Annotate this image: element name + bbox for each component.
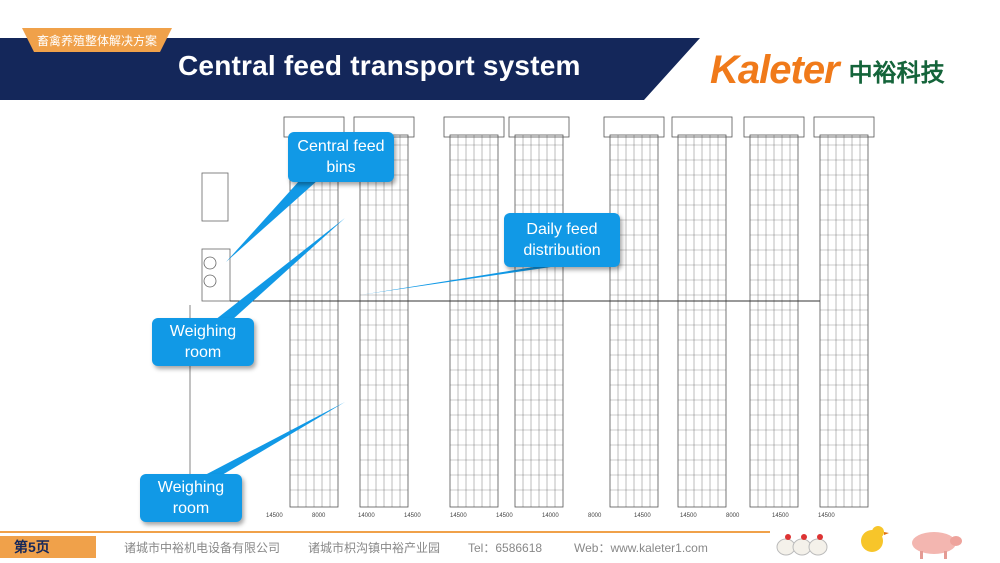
dimension-label: 14500 [404,513,421,519]
logo-chinese: 中裕科技 [848,60,945,87]
pig-icon [912,532,962,559]
barn-bin-cap [671,116,733,138]
dimension-label: 14500 [772,513,789,519]
dimension-label: 14500 [496,513,513,519]
dimension-label: 14000 [358,513,375,519]
slide-title: Central feed transport system [178,50,581,81]
livestock-illustration [776,526,962,559]
barn-bin-cap [743,116,805,138]
barn-bin-cap [603,116,665,138]
floor-plan-drawing: 1980014500800014000145001450014500140008… [189,116,875,519]
dimension-label: 14500 [818,513,835,519]
footer-address: 诸城市枳沟镇中裕产业园 [308,541,441,555]
footer-company: 诸城市中裕机电设备有限公司 [124,541,281,555]
callout-weighing-room-2: Weighing room [140,474,242,522]
barn-bin-cap [508,116,570,138]
category-tag: 畜禽养殖整体解决方案 [22,28,172,52]
chickens-icon [776,534,828,556]
barn-bin-cap [443,116,505,138]
company-logo: Kaleter 中裕科技 [710,48,945,93]
dimension-label: 14500 [680,513,697,519]
dimension-label: 14500 [450,513,467,519]
callout-central-feed-bins: Central feed bins [288,132,394,182]
dimension-label: 8000 [312,513,326,519]
footer-web: Web：www.kaleter1.com [574,541,708,555]
chick-icon [861,526,889,552]
footer-tel: Tel：6586618 [468,541,543,555]
dimension-label: 8000 [726,513,740,519]
dimension-label: 14500 [266,513,283,519]
footer-divider [0,531,770,533]
callout-daily-feed-distribution: Daily feed distribution [504,213,620,267]
dimension-label: 14000 [542,513,559,519]
barn-bin-cap [813,116,875,138]
dimension-row: 1980014500800014000145001450014500140008… [220,513,835,519]
logo-brand: Kaleter [710,48,840,92]
dimension-label: 8000 [588,513,602,519]
callout-weighing-room-1: Weighing room [152,318,254,366]
page-number: 第5页 [0,536,96,558]
dimension-label: 14500 [634,513,651,519]
